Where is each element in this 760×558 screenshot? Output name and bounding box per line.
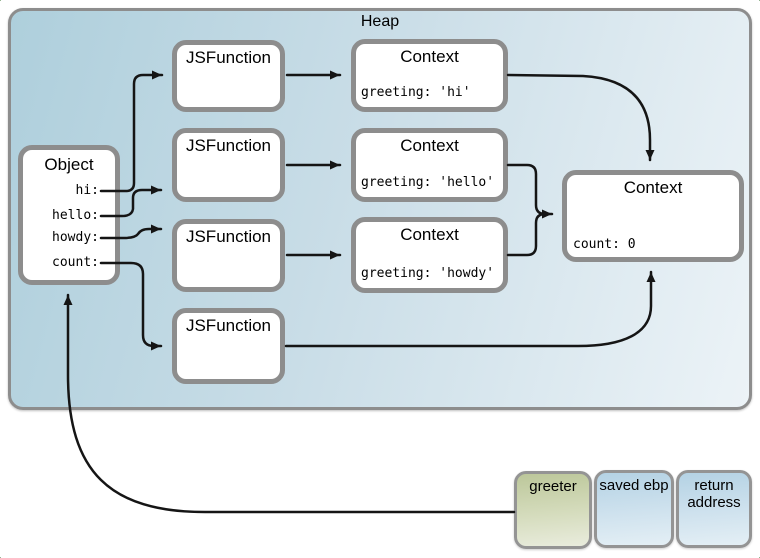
stack-frame-saved-ebp: saved ebp	[594, 470, 674, 548]
stack-label-return-address: return address	[687, 477, 741, 511]
context-box-hello: Context greeting: 'hello'	[351, 128, 508, 202]
object-field-hello: hello:	[52, 208, 99, 223]
shared-context-box: Context count: 0	[562, 170, 744, 262]
context-title-hi: Context	[400, 47, 459, 66]
object-field-count: count:	[52, 255, 99, 270]
jsfunction-title-1: JSFunction	[185, 48, 272, 67]
object-field-howdy: howdy:	[52, 230, 99, 245]
stack-label-greeter: greeter	[529, 478, 577, 495]
context-body-howdy: greeting: 'howdy'	[361, 266, 495, 281]
object-field-hi: hi:	[75, 183, 99, 198]
object-box: Object hi: hello: howdy: count:	[18, 145, 120, 285]
jsfunction-title-4: JSFunction	[185, 316, 272, 335]
context-body-hello: greeting: 'hello'	[361, 175, 495, 190]
jsfunction-box-1: JSFunction	[172, 40, 285, 112]
jsfunction-box-2: JSFunction	[172, 128, 285, 202]
object-title: Object	[44, 155, 94, 174]
jsfunction-title-2: JSFunction	[185, 136, 272, 155]
jsfunction-title-3: JSFunction	[185, 227, 272, 246]
context-body-hi: greeting: 'hi'	[361, 85, 471, 100]
shared-context-title: Context	[623, 178, 683, 197]
jsfunction-box-3: JSFunction	[172, 219, 285, 292]
heap-label: Heap	[360, 13, 400, 30]
stack-frame-return-address: return address	[676, 470, 752, 548]
shared-context-body: count: 0	[573, 237, 636, 252]
context-title-howdy: Context	[400, 225, 459, 244]
jsfunction-box-4: JSFunction	[172, 308, 285, 384]
stack-frame-greeter: greeter	[514, 471, 592, 549]
context-box-hi: Context greeting: 'hi'	[351, 39, 508, 112]
context-title-hello: Context	[400, 136, 459, 155]
context-box-howdy: Context greeting: 'howdy'	[351, 217, 508, 293]
stack-label-saved-ebp: saved ebp	[599, 477, 669, 494]
